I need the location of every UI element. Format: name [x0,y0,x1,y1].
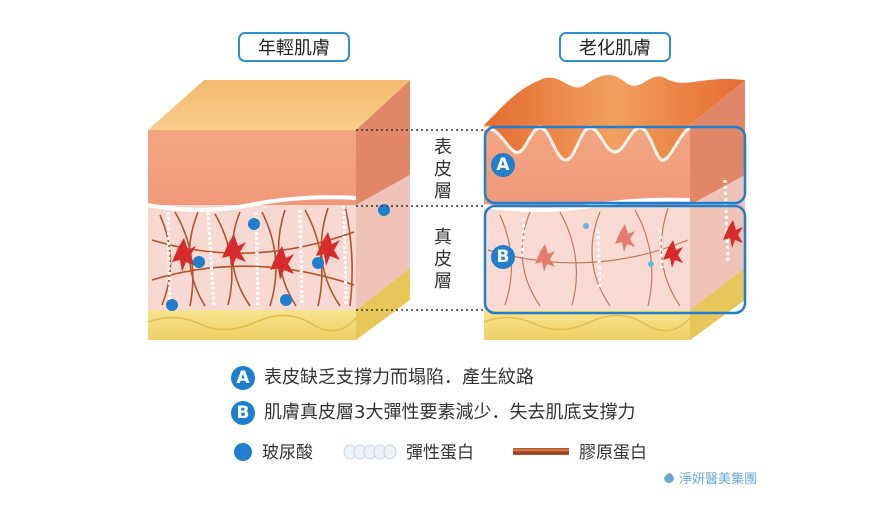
aged-side-dermis [690,175,745,310]
young-hyaluronic-acid [166,204,390,311]
young-top-surface [148,80,410,130]
aged-epidermis [484,125,690,205]
key-elastin-label: 彈性蛋白 [406,443,474,463]
epidermis-label-char-2: 皮 [434,159,452,180]
aged-side-epidermis [690,80,745,205]
aged-side-fat [690,268,745,340]
marker-b-box [483,204,747,315]
aged-top-surface [484,74,745,159]
aged-fat [484,310,690,340]
aged-skin-block [483,74,747,340]
aged-fibroblasts [535,220,743,272]
legend-a-badge: A [231,366,255,390]
epidermis-label-char-3: 層 [434,181,452,202]
marker-a-badge: A [491,153,515,177]
dermis-label-char-2: 皮 [434,249,452,270]
hyaluronic-key-swatch [234,443,252,461]
brand-logo-text: 淨妍醫美集團 [679,472,758,487]
aged-elastin-fibers [520,179,730,291]
aged-skin-title: 老化肌膚 [559,32,671,62]
young-fat [148,310,356,340]
young-fibroblasts [172,232,340,280]
aged-hyaluronic-acid [583,223,654,267]
young-side-dermis [356,175,410,310]
elastin-key-swatch [343,444,397,460]
legend-a-text: 表皮缺乏支撐力而塌陷．產生紋路 [264,367,534,388]
young-skin-title: 年輕肌膚 [238,32,350,62]
young-epidermis [148,130,356,205]
legend-b-text: 肌膚真皮層3大彈性要素減少．失去肌底支撐力 [264,402,636,423]
epidermis-label-char-1: 表 [434,137,452,158]
young-side-epidermis [356,80,410,205]
key-hyaluronic-label: 玻尿酸 [262,443,313,463]
brand-logo: 淨妍醫美集團 [661,468,757,487]
logo-icon [664,473,674,483]
key-collagen-label: 膠原蛋白 [579,443,647,463]
dermis-label-char-3: 層 [434,271,452,292]
legend-b-badge: B [231,401,255,425]
guide-lines [356,129,484,311]
dermis-label-char-1: 真 [434,227,452,248]
marker-b-badge: B [491,245,515,269]
marker-a-box [483,125,747,205]
young-side-fat [356,268,410,340]
collagen-key-swatch [513,448,569,455]
young-skin-block [147,80,410,340]
